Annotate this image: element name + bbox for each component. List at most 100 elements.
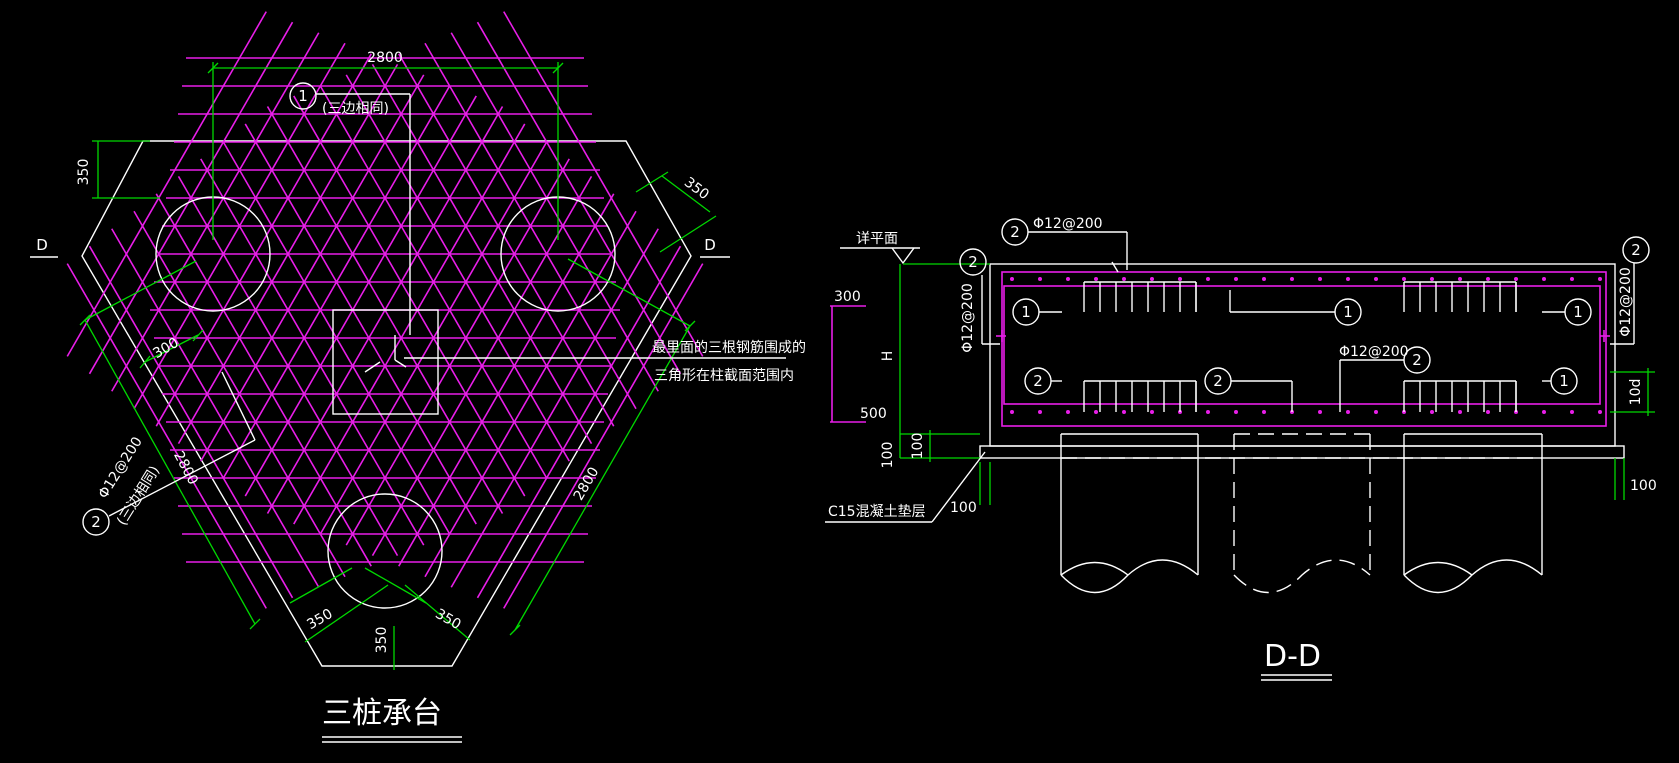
rebar-bar-2-5 — [177, 63, 399, 445]
inner-tag-1c: 1 — [1573, 303, 1583, 321]
section-view: 详平面 300 500 H 100 100 100 10d 100 — [825, 216, 1657, 681]
rebar-bar-2-11 — [319, 141, 548, 535]
dimension-100-left: 100 100 100 — [880, 430, 991, 516]
dim-350-c-label: 350 — [304, 606, 335, 633]
sec-tag-top: 2 Φ12@200 — [1001, 216, 1128, 273]
rebar-bar-1-14 — [155, 193, 372, 567]
sec-tag-left-no: 2 — [968, 253, 978, 271]
sec-tag-mid: 2 Φ12@200 — [1339, 344, 1431, 412]
tag1-number: 1 — [298, 87, 308, 105]
sec-tag-mid-no: 2 — [1412, 351, 1422, 369]
rebar-bar-2-16 — [450, 228, 659, 588]
rebar-tag-1: 1 (三边相同) — [289, 82, 411, 373]
inner-tag-1b: 1 — [1343, 303, 1353, 321]
inner-tag-2b: 2 — [1213, 372, 1223, 390]
dim-350-e-label: 350 — [374, 627, 390, 654]
rebar-bar-1-4 — [398, 53, 615, 427]
plan-title-text: 三桩承台 — [322, 696, 442, 731]
rebar-bar-2-3 — [133, 42, 346, 410]
inner-tag-1d: 1 — [1559, 372, 1569, 390]
rebar-dot-bottom — [1094, 410, 1098, 414]
sec-spec-mid: Φ12@200 — [1339, 344, 1409, 360]
pile-circle-bottom — [327, 493, 443, 609]
rebar-dot-top — [1066, 277, 1070, 281]
rebar-bar-2-4 — [155, 53, 372, 427]
rebar-dot-bottom — [1234, 410, 1238, 414]
rebar-dot-top — [1122, 277, 1126, 281]
cushion-text: C15混凝土垫层 — [828, 504, 926, 520]
inner-tag-1a: 1 — [1021, 303, 1031, 321]
rebar-dot-bottom — [1374, 410, 1378, 414]
rebar-dot-top — [1290, 277, 1294, 281]
rebar-bar-1-10 — [244, 123, 477, 525]
plan-view: 2800 350 350 D D — [30, 11, 806, 743]
section-title: D-D — [1261, 639, 1332, 681]
rebar-dot-top — [1206, 277, 1210, 281]
dim-300-label: 300 — [150, 335, 181, 362]
rebar-dot-top — [1234, 277, 1238, 281]
inner-tag-2a: 2 — [1033, 372, 1043, 390]
dim-top-label: 2800 — [367, 50, 403, 66]
note-line-2: 三角形在柱截面范围内 — [654, 367, 794, 384]
section-mark-right: D — [700, 236, 730, 258]
sec-spec-left: Φ12@200 — [960, 283, 976, 353]
rebar-dot-top — [1458, 277, 1462, 281]
dimension-350-top-left: 350 — [76, 140, 160, 199]
rebar-bar-2-0 — [66, 11, 267, 357]
stirrup-groups — [1083, 281, 1517, 412]
rebar-dot-top — [1486, 277, 1490, 281]
section-mark-left-label: D — [36, 236, 48, 254]
dimension-top: 2800 — [207, 50, 564, 240]
rebar-dot-top — [1346, 277, 1350, 281]
sec-dim-100-a: 100 — [910, 433, 926, 460]
rebar-dot-bottom — [1122, 410, 1126, 414]
section-title-text: D-D — [1264, 639, 1321, 674]
rebar-dot-bottom — [1542, 410, 1546, 414]
rebar-bar-2-15 — [424, 210, 637, 578]
rebar-dot-top — [1178, 277, 1182, 281]
rebar-dot-top — [1598, 277, 1602, 281]
rebar-dot-top — [1430, 277, 1434, 281]
rebar-bar-2-8 — [244, 95, 477, 497]
rebar-dot-bottom — [1150, 410, 1154, 414]
dim-350-b-label: 350 — [681, 174, 712, 203]
tag2-number: 2 — [91, 513, 101, 531]
rebar-dot-bottom — [1010, 410, 1014, 414]
tag1-note: (三边相同) — [322, 101, 389, 117]
rebar-dot-bottom — [1066, 410, 1070, 414]
rebar-bar-2-14 — [398, 193, 615, 567]
rebar-tag-2: 2 Φ12@200 (三边相同) — [82, 371, 256, 536]
sec-tag-left: 2 Φ12@200 — [959, 248, 1000, 353]
cushion-layer — [979, 445, 1625, 459]
rebar-dot-top — [1318, 277, 1322, 281]
rebar-bar-2-6 — [200, 74, 425, 462]
plan-title: 三桩承台 — [322, 696, 462, 743]
rebar-bar-2-1 — [88, 21, 294, 375]
rebar-dot-bottom — [1486, 410, 1490, 414]
rebar-dot-top — [1262, 277, 1266, 281]
rebar-dot-bottom — [1346, 410, 1350, 414]
sec-dim-100-b: 100 — [880, 442, 896, 469]
piles — [1060, 433, 1543, 594]
rebar-bar-2-18 — [503, 263, 704, 609]
rebar-grid — [66, 11, 704, 609]
rebar-dots — [1010, 277, 1602, 414]
rebar-bar-1-2 — [450, 32, 659, 392]
rebar-dot-top — [1010, 277, 1014, 281]
sec-tag-right: 2 Φ12@200 — [1610, 236, 1650, 345]
sec-dim-500: 500 — [860, 406, 887, 422]
sec-tags-inner: 1 1 1 2 2 1 — [1012, 290, 1592, 412]
rebar-dot-bottom — [1038, 410, 1042, 414]
dim-350-a-label: 350 — [76, 159, 92, 186]
rebar-bar-1-12 — [200, 158, 425, 546]
rebar-bar-2-10 — [293, 123, 526, 525]
rebar-bar-2-2 — [111, 32, 320, 392]
section-mark-left: D — [30, 236, 58, 258]
rebar-dot-bottom — [1598, 410, 1602, 414]
note-line-1: 最里面的三根钢筋围成的 — [652, 339, 806, 356]
dimension-right: 10d 100 — [1610, 368, 1657, 500]
rebar-bar-1-0 — [503, 11, 704, 357]
dimension-left-side: 2800 — [79, 260, 261, 630]
sec-tag-top-no: 2 — [1010, 223, 1020, 241]
